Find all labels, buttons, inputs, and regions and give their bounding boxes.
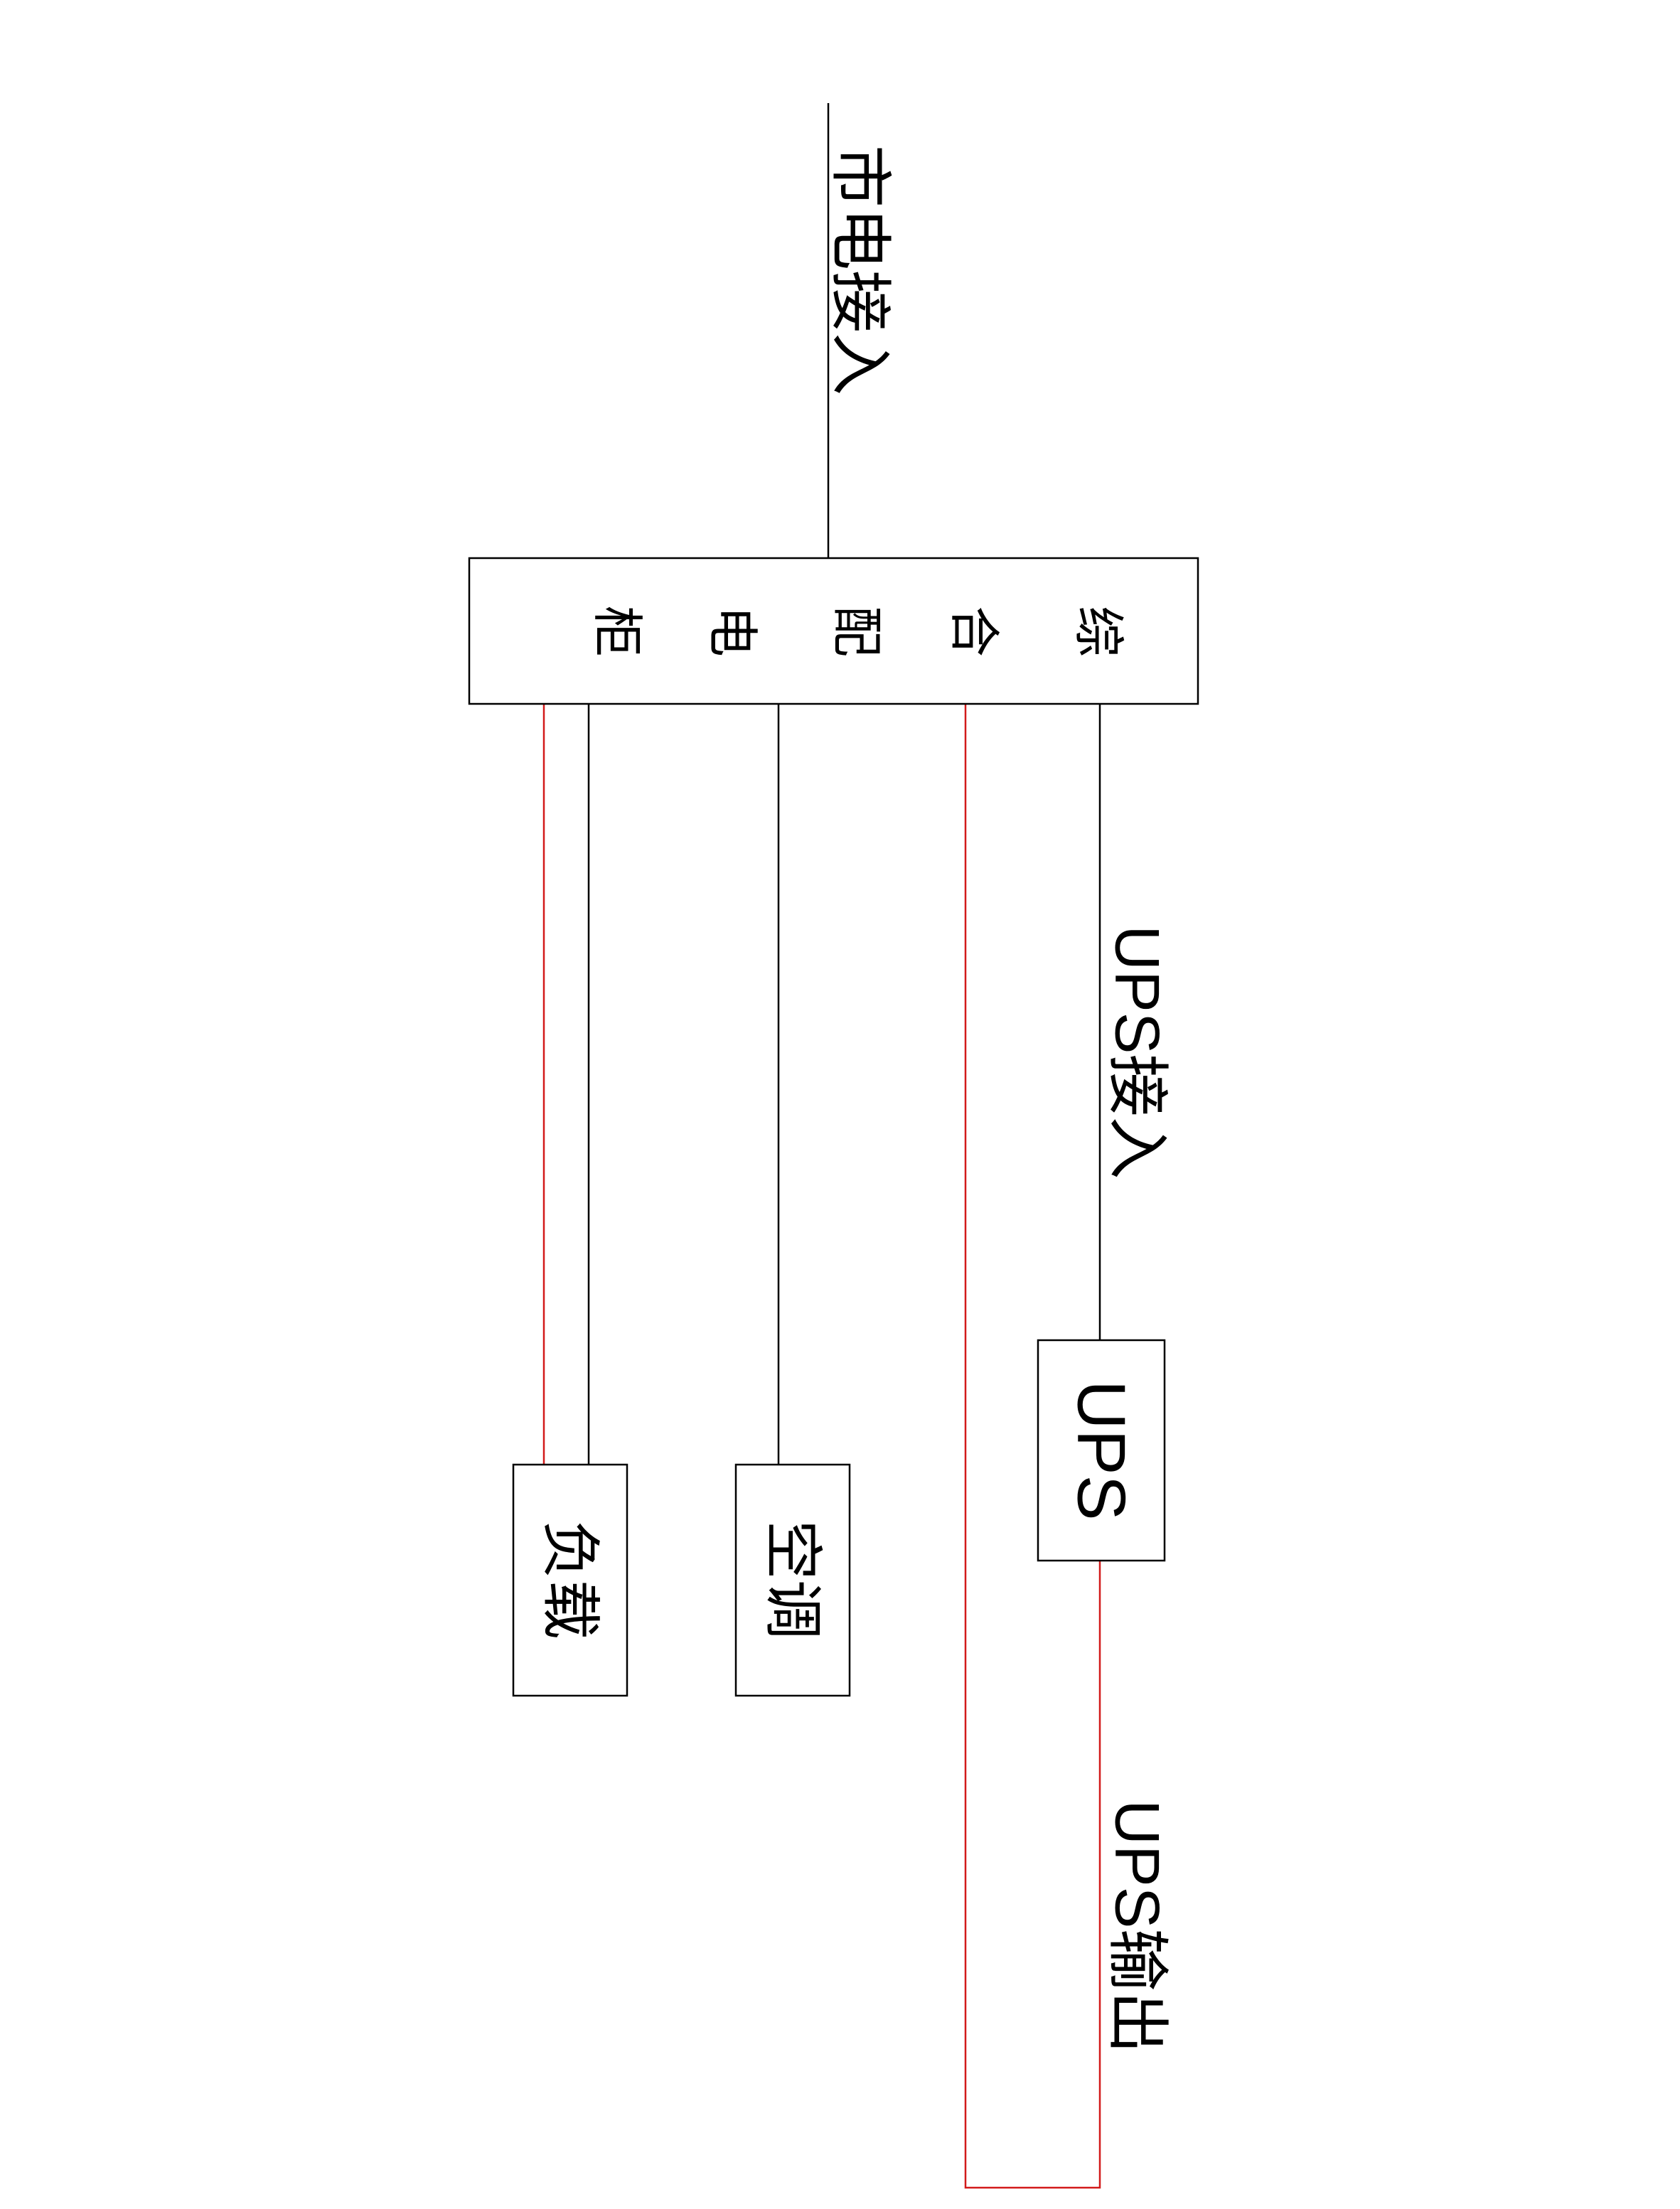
distribution-cabinet-box — [468, 557, 1199, 705]
aircon-box — [734, 1463, 851, 1697]
ups-label: UPS — [1064, 1380, 1140, 1520]
ups-input-label: UPS接入 — [1103, 926, 1173, 1180]
cabinet-char: 综 — [1069, 606, 1128, 657]
cabinet-char: 合 — [944, 606, 1004, 657]
mains-input-label: 市电接入 — [824, 145, 897, 395]
aircon-label: 空调 — [758, 1520, 828, 1640]
cabinet-label: 综 合 配 电 柜 — [587, 606, 1128, 657]
cabinet-char: 配 — [827, 606, 887, 657]
ups-output-label: UPS输出 — [1103, 1800, 1173, 2054]
load-box — [512, 1463, 628, 1697]
ups-output-wire — [964, 704, 1101, 2189]
cabinet-char: 柜 — [587, 606, 647, 657]
ups-box — [1037, 1339, 1166, 1562]
cabinet-char: 电 — [702, 606, 762, 657]
load-label: 负载 — [535, 1520, 605, 1640]
